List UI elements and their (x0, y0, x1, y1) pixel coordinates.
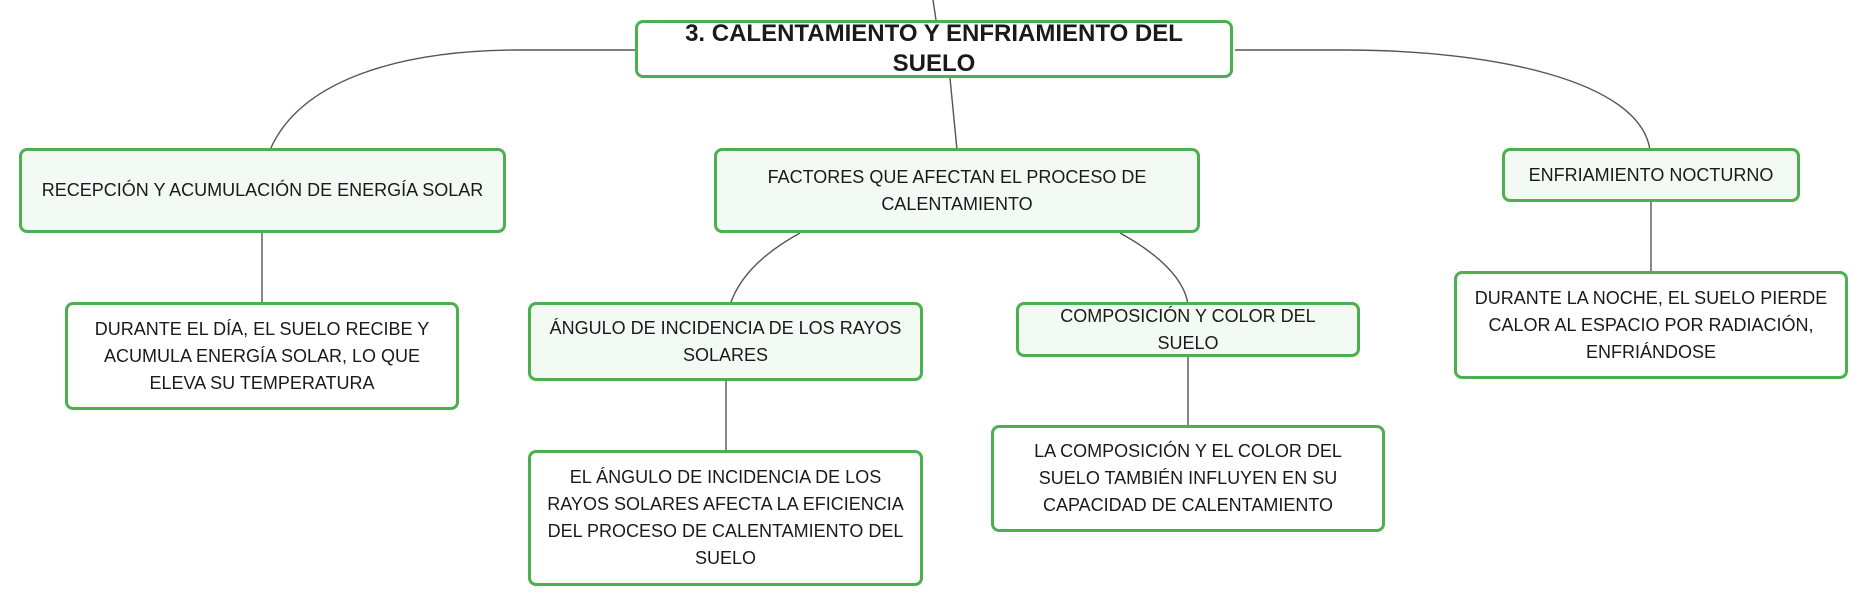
connector-root-to-recepcion (269, 49, 638, 151)
topic-recepcion[interactable]: RECEPCIÓN Y ACUMULACIÓN DE ENERGÍA SOLAR (19, 148, 506, 233)
topic-enfriamiento[interactable]: ENFRIAMIENTO NOCTURNO (1502, 148, 1800, 202)
detail-recepcion-text: DURANTE EL DÍA, EL SUELO RECIBE Y ACUMUL… (94, 318, 430, 393)
subtopic-composicion-label: COMPOSICIÓN Y COLOR DEL SUELO (1060, 305, 1316, 353)
detail-composicion-text: LA COMPOSICIÓN Y EL COLOR DEL SUELO TAMB… (1034, 441, 1342, 515)
topic-recepcion-label: RECEPCIÓN Y ACUMULACIÓN DE ENERGÍA SOLAR (41, 180, 484, 200)
root-topic-label: 3. CALENTAMIENTO Y ENFRIAMIENTO DEL SUEL… (685, 20, 1183, 77)
detail-recepcion[interactable]: DURANTE EL DÍA, EL SUELO RECIBE Y ACUMUL… (65, 302, 459, 410)
connector-factores-to-composicion (1119, 232, 1189, 306)
detail-angulo[interactable]: EL ÁNGULO DE INCIDENCIA DE LOS RAYOS SOL… (528, 450, 923, 586)
detail-enfriamiento-text: DURANTE LA NOCHE, EL SUELO PIERDE CALOR … (1474, 287, 1828, 362)
detail-enfriamiento[interactable]: DURANTE LA NOCHE, EL SUELO PIERDE CALOR … (1454, 271, 1848, 379)
topic-enfriamiento-label: ENFRIAMIENTO NOCTURNO (1528, 164, 1774, 185)
root-topic[interactable]: 3. CALENTAMIENTO Y ENFRIAMIENTO DEL SUEL… (635, 20, 1233, 78)
subtopic-composicion[interactable]: COMPOSICIÓN Y COLOR DEL SUELO (1016, 302, 1360, 357)
connector-root-to-factores (949, 77, 958, 151)
topic-factores-label: FACTORES QUE AFECTAN EL PROCESO DE CALEN… (767, 166, 1147, 214)
detail-angulo-text: EL ÁNGULO DE INCIDENCIA DE LOS RAYOS SOL… (547, 467, 904, 568)
subtopic-angulo-label: ÁNGULO DE INCIDENCIA DE LOS RAYOS SOLARE… (549, 317, 902, 365)
detail-composicion[interactable]: LA COMPOSICIÓN Y EL COLOR DEL SUELO TAMB… (991, 425, 1385, 532)
connector-incoming (932, 0, 937, 21)
subtopic-angulo[interactable]: ÁNGULO DE INCIDENCIA DE LOS RAYOS SOLARE… (528, 302, 923, 381)
connector-root-to-enfriamiento (1235, 49, 1651, 151)
connector-factores-to-angulo (729, 232, 801, 306)
topic-factores[interactable]: FACTORES QUE AFECTAN EL PROCESO DE CALEN… (714, 148, 1200, 233)
